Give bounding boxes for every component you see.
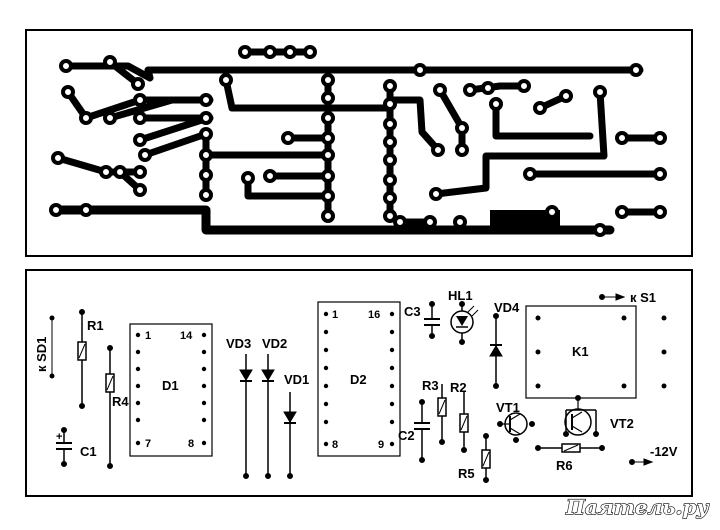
- r3-label: R3: [422, 378, 439, 393]
- r4-label: R4: [112, 394, 129, 409]
- resistor-r6: [535, 443, 605, 453]
- c1-label: C1: [80, 444, 97, 459]
- ic-d1: 1 14 7 8 D1: [129, 323, 213, 457]
- hl1-label: HL1: [448, 288, 473, 303]
- resistor-r5: [481, 433, 491, 483]
- d1-pin-1-label: 1: [145, 330, 151, 342]
- resistor-r4: [105, 345, 115, 469]
- vt1-label: VT1: [496, 400, 520, 415]
- r1-label: R1: [87, 318, 104, 333]
- component-layout-panel: к SD1 R1 R4 + C1: [25, 269, 693, 497]
- s1-connector: [599, 293, 626, 301]
- capacitor-c1: +: [56, 427, 72, 467]
- diode-vd4: [489, 313, 503, 389]
- d2-pin-9-label: 9: [378, 439, 384, 451]
- d1-label: D1: [162, 378, 179, 393]
- vd1-label: VD1: [284, 372, 309, 387]
- s1-label: к S1: [630, 290, 656, 305]
- relay-k1: K1: [525, 305, 667, 399]
- r2-label: R2: [450, 380, 467, 395]
- d1-pin-14-label: 14: [180, 330, 193, 342]
- d2-label: D2: [350, 372, 367, 387]
- supply-terminal: [629, 458, 654, 466]
- led-hl1: [450, 301, 479, 345]
- capacitor-c2: [414, 399, 430, 463]
- ic-d2: 1 16 8 9 D2: [317, 301, 401, 457]
- r5-label: R5: [458, 466, 475, 481]
- sd1-connector: к SD1: [34, 315, 55, 379]
- pcb-pads: [49, 45, 667, 237]
- vd2-label: VD2: [262, 336, 287, 351]
- d1-pin-7-label: 7: [145, 438, 151, 450]
- c2-label: C2: [398, 428, 415, 443]
- resistor-r1: [77, 309, 87, 409]
- vd3-label: VD3: [226, 336, 251, 351]
- svg-text:+: +: [56, 431, 62, 443]
- resistor-r2: [459, 392, 469, 453]
- vd4-label: VD4: [494, 300, 520, 315]
- pcb-traces-panel: [25, 29, 693, 257]
- diode-vd2: [261, 354, 275, 479]
- c3-label: C3: [404, 304, 421, 319]
- transistor-vt2: [563, 395, 599, 437]
- watermark-logo: Паятель.ру: [565, 495, 709, 519]
- resistor-r3: [437, 384, 447, 445]
- transistor-vt1: [497, 412, 535, 443]
- d2-pin-8-label: 8: [332, 439, 338, 451]
- vt2-label: VT2: [610, 416, 634, 431]
- capacitor-c3: [424, 301, 440, 339]
- supply-label: -12V: [650, 444, 678, 459]
- diode-vd1: [283, 392, 297, 479]
- diode-vd3: [239, 354, 253, 479]
- sd1-label: к SD1: [34, 337, 49, 372]
- d2-pin-1-label: 1: [332, 309, 338, 321]
- d2-pin-16-label: 16: [368, 309, 380, 321]
- d1-pin-8-label: 8: [188, 438, 194, 450]
- k1-label: K1: [572, 344, 589, 359]
- r6-label: R6: [556, 458, 573, 473]
